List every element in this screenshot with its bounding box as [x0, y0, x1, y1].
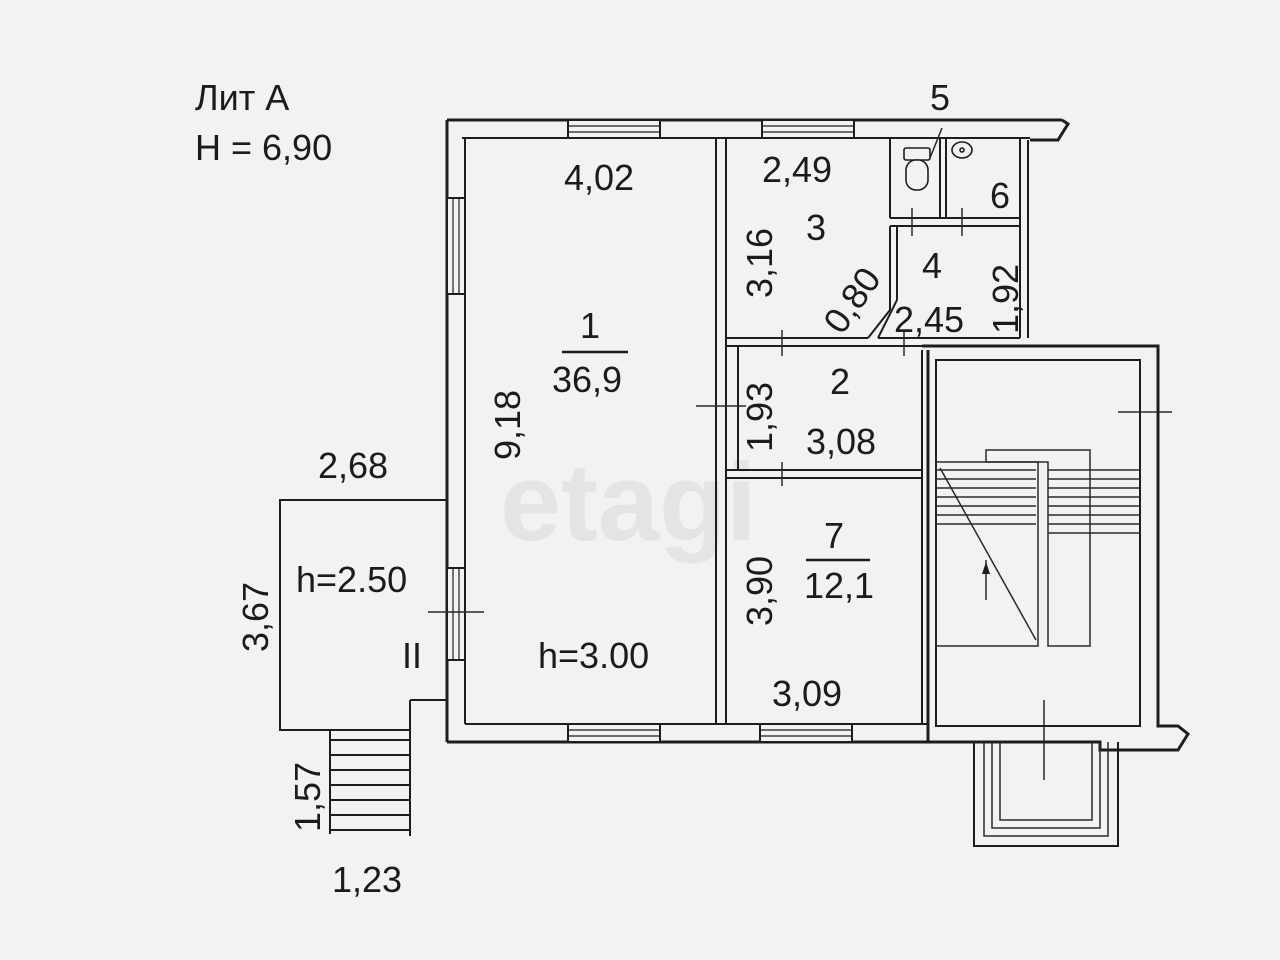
room3-number: 3	[806, 207, 826, 248]
windows-left	[446, 197, 466, 661]
annex-label: II	[402, 635, 422, 676]
entrance-vestibule	[973, 742, 1119, 847]
room3-depth: 3,16	[739, 228, 780, 298]
door-marks	[428, 208, 1172, 780]
annex-ceiling: h=2.50	[296, 559, 407, 600]
room1-length: 9,18	[487, 390, 528, 460]
room2-number: 2	[830, 361, 850, 402]
room4-number: 4	[922, 245, 942, 286]
room7-width: 3,09	[772, 673, 842, 714]
room6-number: 6	[990, 175, 1010, 216]
annex-width: 2,68	[318, 445, 388, 486]
room7-area: 12,1	[804, 565, 874, 606]
room5-number: 5	[930, 77, 950, 118]
room4-depth: 1,92	[985, 264, 1026, 334]
room7-number: 7	[824, 515, 844, 556]
room3-diagonal: 0,80	[815, 260, 889, 341]
stair-treads	[936, 469, 1140, 534]
toilet-fixture	[903, 147, 931, 191]
room1-number: 1	[580, 305, 600, 346]
room2-depth: 1,93	[739, 382, 780, 452]
staircase-block	[922, 344, 1190, 752]
windows-top	[567, 119, 855, 139]
lit-label: Лит А	[195, 77, 289, 118]
windows-bottom	[567, 723, 853, 743]
stair-arrow	[939, 467, 1037, 641]
steps-length: 1,57	[287, 762, 328, 832]
room1-ceiling: h=3.00	[538, 635, 649, 676]
annex-depth: 3,67	[235, 582, 276, 652]
room2-width: 3,08	[806, 421, 876, 462]
watermark: etagi	[500, 441, 757, 564]
building-height: H = 6,90	[195, 127, 332, 168]
entrance-steps	[329, 730, 410, 834]
room3-width: 2,49	[762, 149, 832, 190]
sink-fixture	[951, 141, 973, 159]
room1-area: 36,9	[552, 359, 622, 400]
steps-width: 1,23	[332, 859, 402, 900]
room1-width: 4,02	[564, 157, 634, 198]
annex-outline	[279, 499, 447, 836]
room7-depth: 3,90	[739, 556, 780, 626]
room4-width: 2,45	[894, 299, 964, 340]
